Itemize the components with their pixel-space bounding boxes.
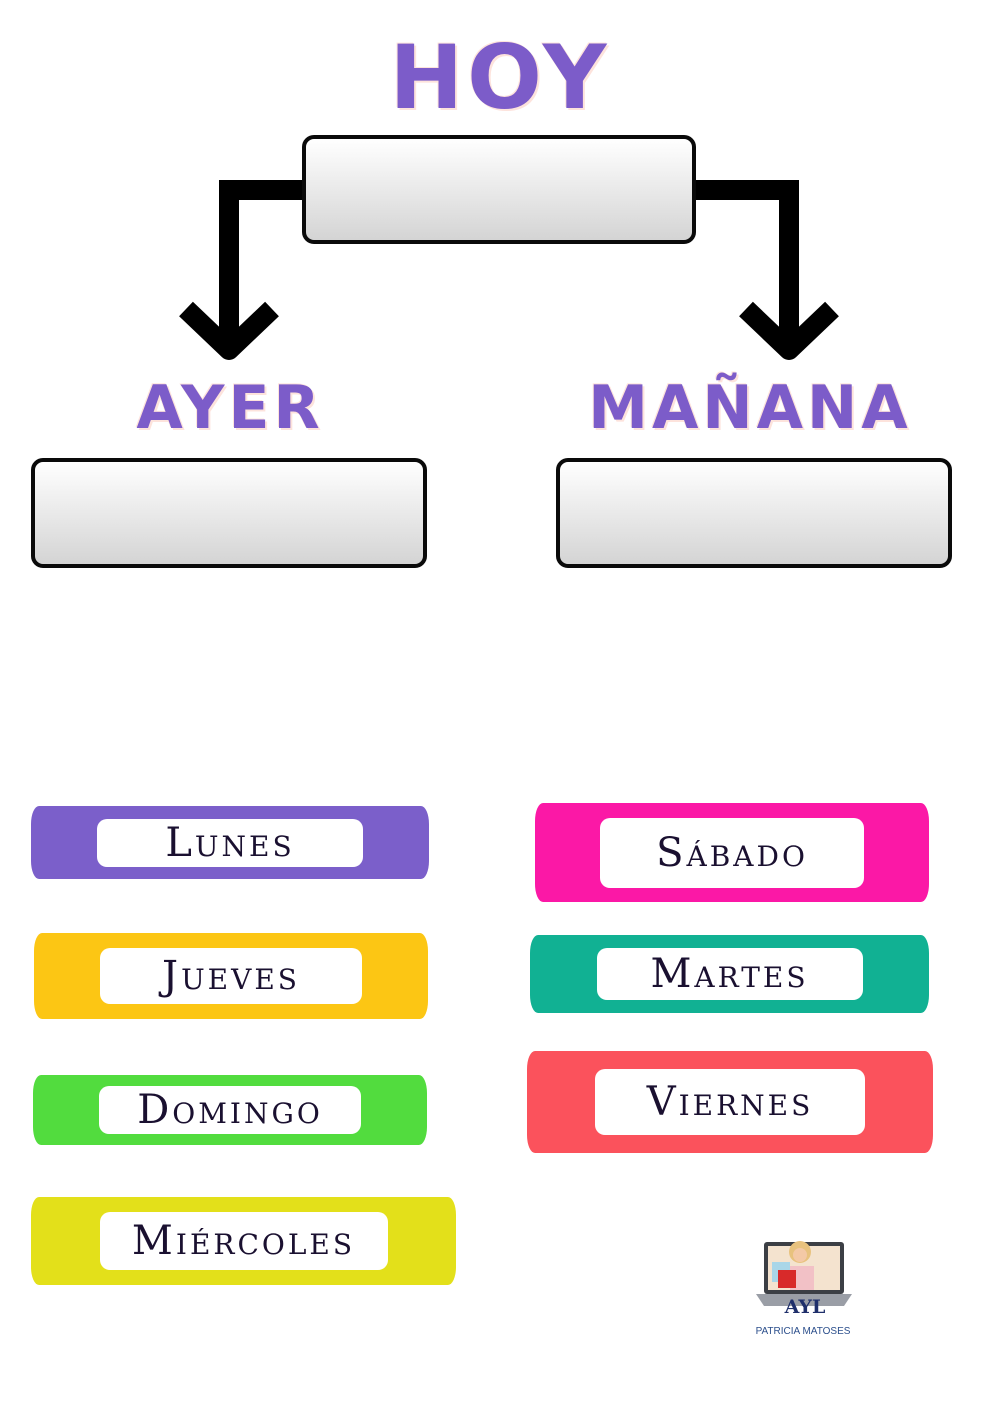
day-label: Martes [596,948,863,1000]
day-card-sabado[interactable]: Sábado [535,803,929,902]
arrow-left-icon [219,180,305,348]
laptop-avatar-icon [756,1241,852,1306]
day-card-miercoles[interactable]: Miércoles [31,1197,456,1285]
arrow-right-icon [695,180,799,348]
title-yesterday: AYER [136,373,324,443]
day-card-martes[interactable]: Martes [530,935,929,1013]
logo-initials: AYL [784,1296,826,1318]
answer-box-yesterday[interactable] [31,458,427,568]
day-card-jueves[interactable]: Jueves [34,933,428,1019]
day-card-viernes[interactable]: Viernes [527,1051,933,1153]
day-label: Jueves [100,948,362,1004]
author-logo [752,1226,856,1346]
day-label: Viernes [595,1069,865,1135]
title-today: HOY [389,26,611,129]
day-card-domingo[interactable]: Domingo [33,1075,427,1145]
day-label: Miércoles [99,1212,388,1270]
logo-author: PATRICIA MATOSES [755,1326,851,1337]
answer-box-today[interactable] [302,135,696,244]
day-label: Sábado [600,817,864,888]
connector-arrows [179,180,839,360]
answer-box-tomorrow[interactable] [556,458,952,568]
day-card-lunes[interactable]: Lunes [31,806,429,879]
day-label: Lunes [97,818,363,867]
title-tomorrow: MAÑANA [588,373,912,443]
day-label: Domingo [99,1086,361,1134]
